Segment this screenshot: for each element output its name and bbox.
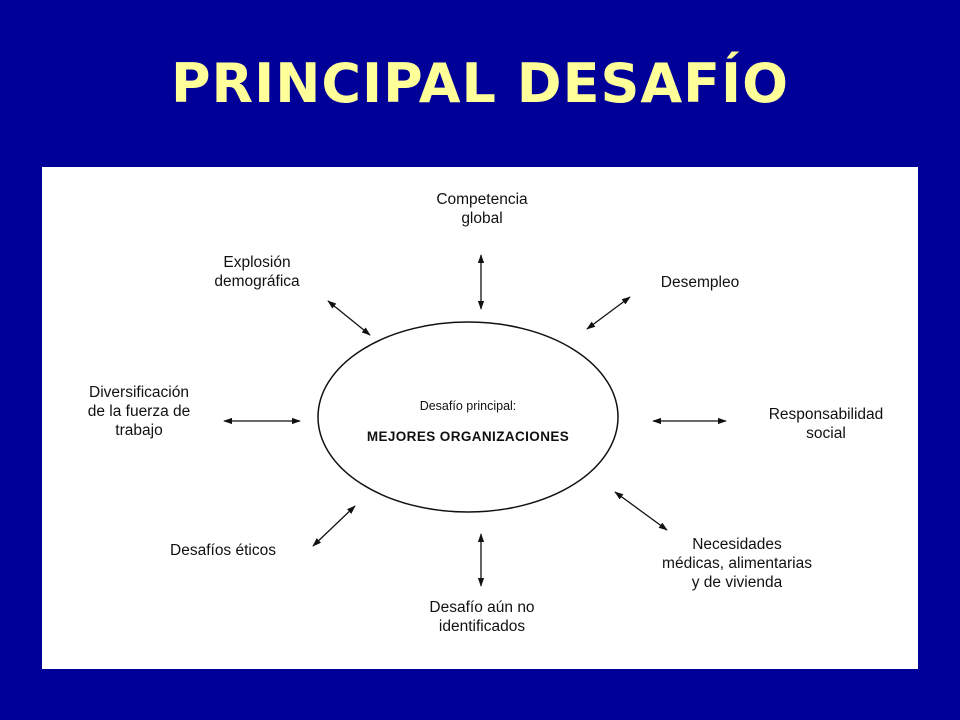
arrow-necesidades: [614, 491, 668, 531]
node-line: médicas, alimentarias: [662, 555, 812, 572]
node-line: Diversificación: [89, 384, 189, 401]
node-line: social: [806, 425, 846, 442]
node-explosion-demografica: Explosión demográfica: [192, 253, 322, 291]
node-line: Responsabilidad: [768, 406, 884, 423]
arrow-eticos: [312, 505, 356, 547]
node-line: global: [461, 210, 503, 227]
node-line: Explosión: [223, 254, 291, 271]
node-line: trabajo: [115, 422, 163, 439]
diagram-panel: Desafío principal: MEJORES ORGANIZACIONE…: [42, 167, 918, 669]
node-desafio-no-identificados: Desafío aún no identificados: [392, 598, 572, 636]
node-line: Desempleo: [660, 274, 740, 291]
diagram-canvas: [223, 254, 727, 587]
arrow-explosion: [327, 300, 371, 336]
node-line: y de vivienda: [691, 574, 783, 591]
node-line: identificados: [438, 618, 526, 635]
node-line: de la fuerza de: [87, 403, 191, 420]
node-competencia-global: Competencia global: [392, 190, 572, 228]
node-responsabilidad-social: Responsabilidad social: [736, 405, 916, 443]
node-line: Competencia: [436, 191, 528, 208]
arrow-desempleo: [586, 296, 631, 330]
node-desempleo: Desempleo: [630, 273, 770, 292]
center-main-label: MEJORES ORGANIZACIONES: [366, 429, 570, 444]
slide-title: PRINCIPAL DESAFÍO: [170, 52, 790, 115]
node-line: demográfica: [214, 273, 300, 290]
center-subtitle: Desafío principal:: [419, 399, 517, 413]
node-line: Necesidades: [692, 536, 782, 553]
center-ellipse: [317, 321, 619, 513]
node-desafios-eticos: Desafíos éticos: [138, 541, 308, 560]
node-line: Desafíos éticos: [170, 542, 276, 559]
node-line: Desafío aún no: [429, 599, 535, 616]
node-necesidades: Necesidades médicas, alimentarias y de v…: [620, 535, 854, 592]
node-diversificacion: Diversificación de la fuerza de trabajo: [56, 383, 222, 440]
